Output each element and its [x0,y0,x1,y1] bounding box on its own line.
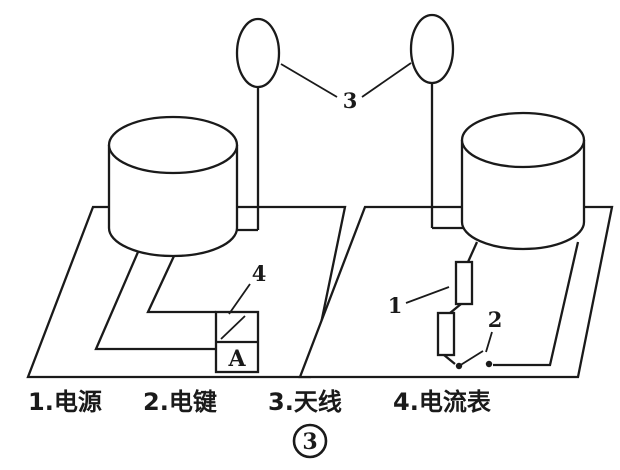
right-cylinder-device [460,111,586,251]
antenna-right [409,13,455,85]
label-4-pointer-line [228,283,251,315]
key-contact-right [485,360,493,368]
figure-number: 3 [302,429,317,455]
left-cylinder-top [107,115,239,175]
figure-number-badge: 3 [292,423,328,459]
legend-item-ammeter: 4.电流表 [393,388,492,416]
ammeter-letter: A [227,346,246,372]
power-source-cell-1 [454,260,474,306]
ammeter: A [214,310,260,374]
ammeter-needle [220,315,246,340]
label-3-pointer-right [361,62,412,98]
label-2-pointer-line [485,331,493,353]
legend-item-antenna: 3.天线 [268,388,342,416]
label-1-pointer-line [405,286,450,304]
label-3-group: 3 [280,62,412,113]
right-wire-d [493,241,580,367]
left-wire-bottom [94,251,216,351]
left-apparatus: A 4 [26,17,347,379]
left-cylinder-body [107,145,239,258]
label-2: 2 [488,307,503,332]
right-wire-b [449,303,462,314]
figure-number-circle [292,423,328,459]
right-wire-c [443,354,456,365]
label-3-pointer-left [280,63,338,98]
label-4: 4 [252,261,267,286]
left-wire-top [146,255,216,314]
power-source-cell-2 [436,311,456,357]
label-3: 3 [343,88,358,113]
key-switch [455,350,493,370]
legend: 1.电源 2.电键 3.天线 4.电流表 [28,388,492,416]
legend-item-key: 2.电键 [143,388,217,416]
right-apparatus: 1 2 [298,13,614,379]
antenna-left [235,17,281,89]
key-lever [458,350,484,367]
left-cylinder-device [107,115,239,258]
label-1: 1 [388,293,403,318]
right-cylinder-top [460,111,586,169]
right-cylinder-body [460,140,586,251]
right-wire-a [466,241,479,263]
legend-item-power: 1.电源 [28,388,102,416]
